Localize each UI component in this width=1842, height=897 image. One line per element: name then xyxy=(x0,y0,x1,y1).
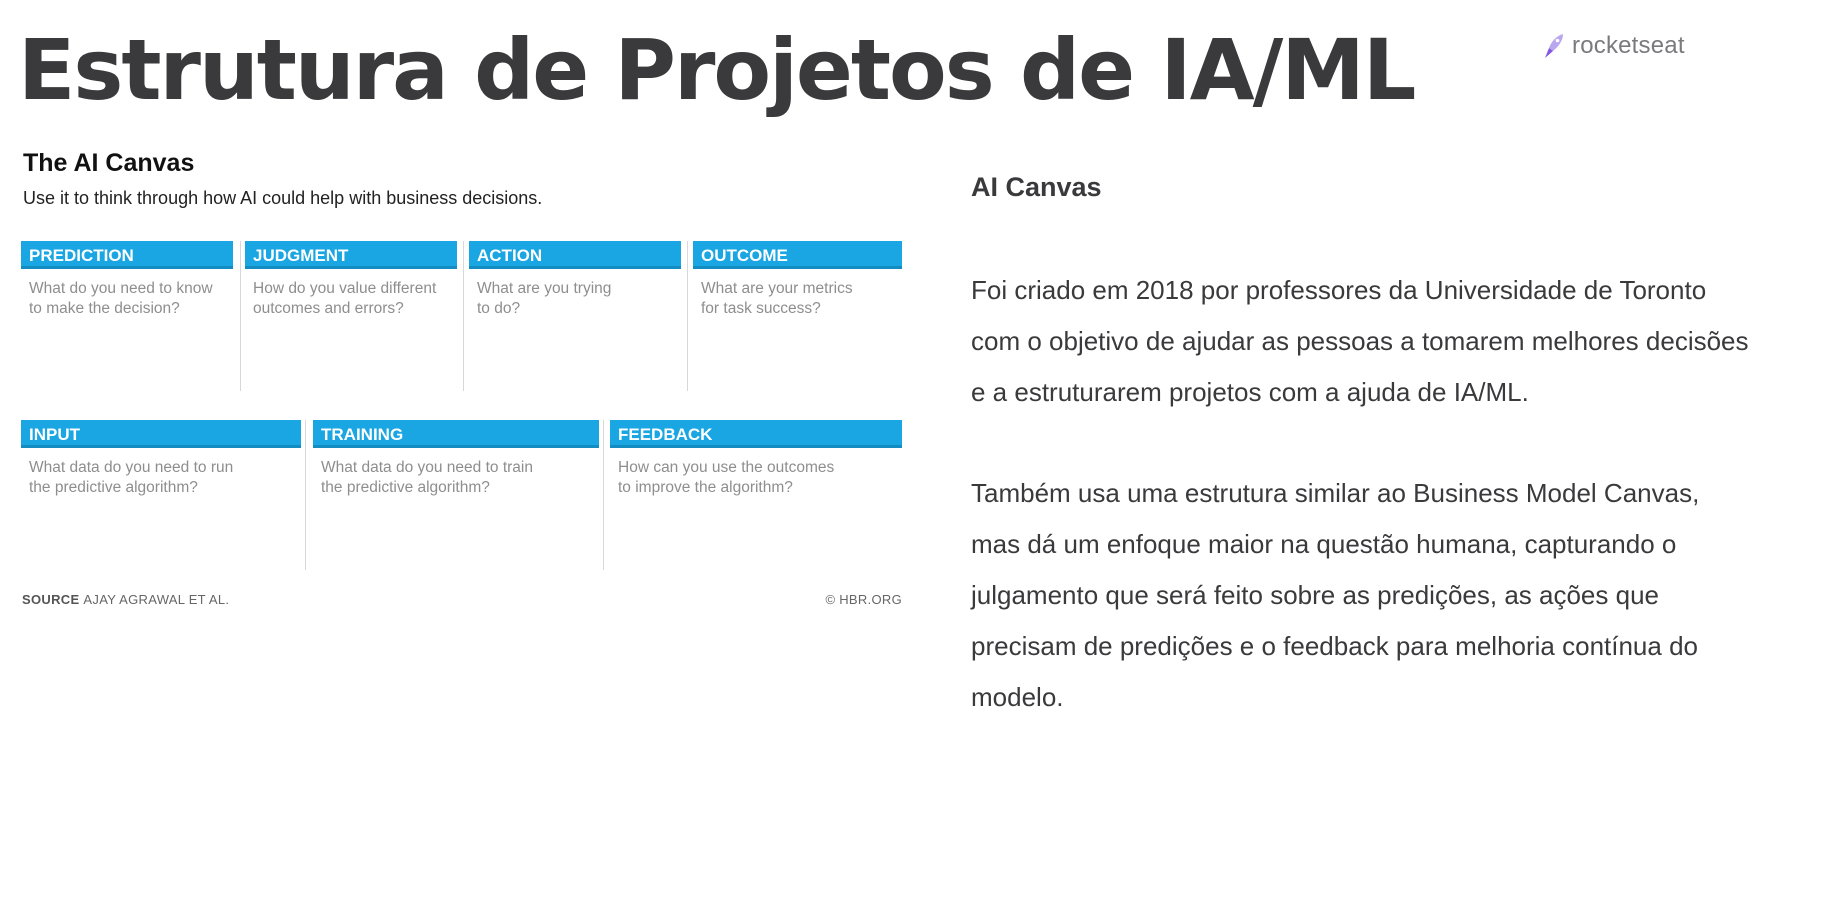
canvas-cell-prediction: PREDICTION What do you need to know to m… xyxy=(21,241,233,319)
description-paragraph-1: Foi criado em 2018 por professores da Un… xyxy=(971,275,1749,407)
ai-canvas-figure: The AI Canvas Use it to think through ho… xyxy=(18,144,902,614)
cell-question: How can you use the outcomes to improve … xyxy=(618,459,835,496)
description-panel: AI Canvas Foi criado em 2018 por profess… xyxy=(971,172,1751,723)
rocket-icon xyxy=(1545,34,1563,58)
cell-label: TRAINING xyxy=(313,420,599,448)
canvas-divider xyxy=(240,241,241,391)
cell-question: How do you value different outcomes and … xyxy=(253,280,437,317)
canvas-cell-training: TRAINING What data do you need to train … xyxy=(313,420,599,498)
canvas-divider xyxy=(687,241,688,391)
canvas-cell-feedback: FEEDBACK How can you use the outcomes to… xyxy=(610,420,902,498)
source-label: SOURCE xyxy=(22,592,80,607)
source-text: AJAY AGRAWAL ET AL. xyxy=(83,592,230,607)
canvas-cell-outcome: OUTCOME What are your metrics for task s… xyxy=(693,241,902,319)
canvas-heading: The AI Canvas xyxy=(23,149,195,177)
copyright-notice: © HBR.ORG xyxy=(825,592,902,607)
cell-label: INPUT xyxy=(21,420,301,448)
canvas-divider xyxy=(305,420,306,570)
canvas-cell-input: INPUT What data do you need to run the p… xyxy=(21,420,301,498)
description-heading: AI Canvas xyxy=(971,172,1102,202)
cell-question: What data do you need to train the predi… xyxy=(321,459,533,496)
canvas-cell-action: ACTION What are you trying to do? xyxy=(469,241,681,319)
cell-label: PREDICTION xyxy=(21,241,233,269)
description-paragraph-2: Também usa uma estrutura similar ao Busi… xyxy=(971,478,1700,712)
rocketseat-logo: rocketseat xyxy=(1542,32,1685,60)
logo-text: rocketseat xyxy=(1572,32,1685,59)
cell-question: What are you trying to do? xyxy=(477,280,612,317)
canvas-divider xyxy=(463,241,464,391)
canvas-cell-judgment: JUDGMENT How do you value different outc… xyxy=(245,241,457,319)
cell-question: What do you need to know to make the dec… xyxy=(29,280,213,317)
cell-label: ACTION xyxy=(469,241,681,269)
cell-question: What data do you need to run the predict… xyxy=(29,459,234,496)
slide-title: Estrutura de Projetos de IA/ML xyxy=(18,21,1416,119)
canvas-divider xyxy=(603,420,604,570)
cell-question: What are your metrics for task success? xyxy=(701,280,853,317)
cell-label: FEEDBACK xyxy=(610,420,902,448)
cell-label: OUTCOME xyxy=(693,241,902,269)
cell-label: JUDGMENT xyxy=(245,241,457,269)
canvas-subtitle: Use it to think through how AI could hel… xyxy=(23,188,543,208)
